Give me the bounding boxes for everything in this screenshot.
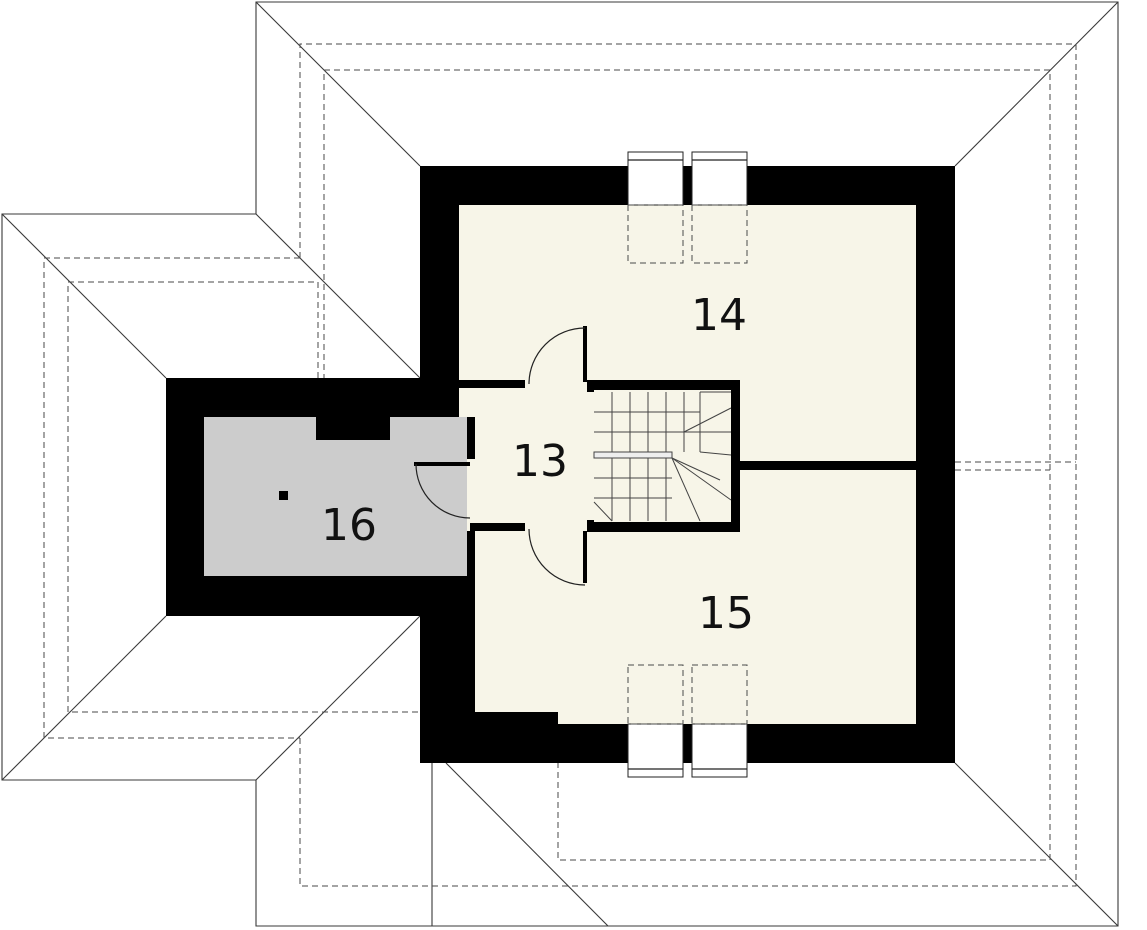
- chimney-marker: [279, 491, 288, 500]
- room-label-15: 15: [698, 588, 754, 639]
- roof-outline: [1, 1, 1119, 927]
- stairs: [593, 391, 732, 522]
- room-label-14: 14: [691, 290, 747, 341]
- roof-windows: [627, 151, 748, 778]
- room-label-13: 13: [512, 436, 568, 487]
- room-label-16: 16: [321, 500, 377, 551]
- door-swings: [415, 327, 586, 586]
- dashed-wall-lines: [43, 43, 1077, 887]
- partitions: [414, 326, 916, 583]
- room-13-floor: [467, 386, 594, 531]
- room-16-floor: [204, 417, 467, 576]
